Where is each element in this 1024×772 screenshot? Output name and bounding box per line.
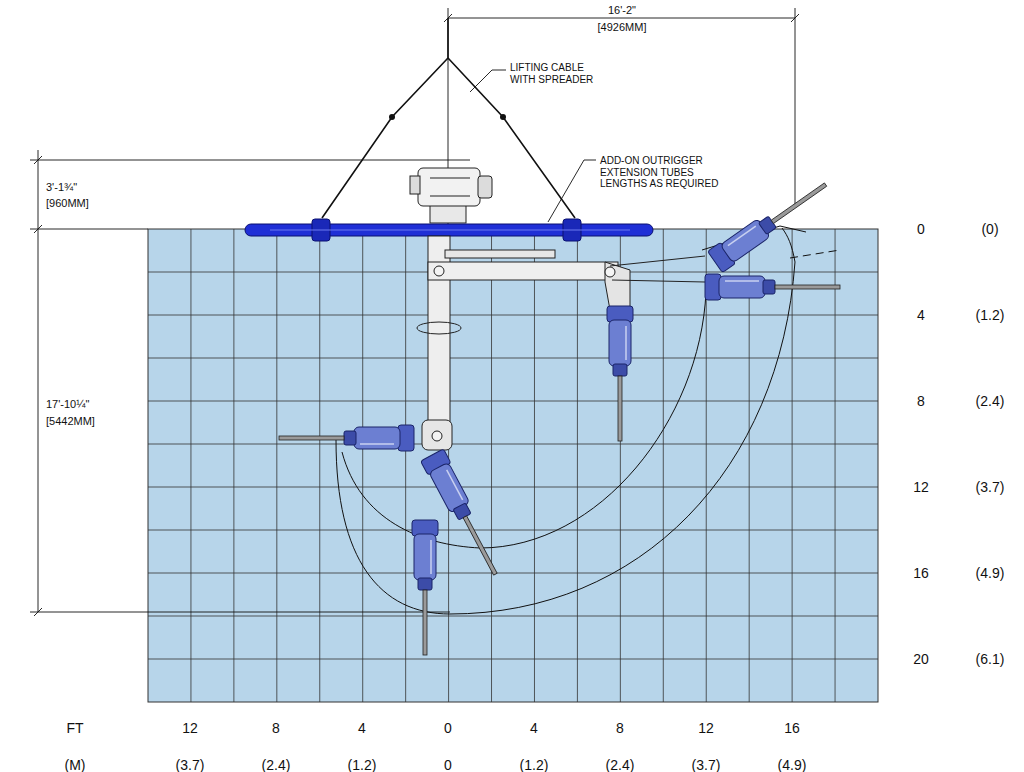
axis-tick-m: (2.4): [976, 393, 1005, 409]
axis-tick-m: (0): [981, 221, 998, 237]
axis-tick-m: (3.7): [176, 757, 205, 772]
axis-tick-ft: 16: [913, 565, 929, 581]
axis-tick-ft: 4: [530, 720, 538, 736]
axis-tick-ft: 12: [698, 720, 714, 736]
dimension: [4926MM]: [598, 21, 647, 34]
axis-tick-m: (3.7): [692, 757, 721, 772]
axis-tick-ft: 4: [358, 720, 366, 736]
axis-unit: (M): [65, 757, 86, 772]
axis-tick-ft: 12: [913, 479, 929, 495]
axis-tick-m: (4.9): [976, 565, 1005, 581]
axis-tick-ft: 16: [784, 720, 800, 736]
axis-tick-ft: 20: [913, 651, 929, 667]
dimension: 3'-1¾": [46, 181, 77, 194]
axis-tick-m: (1.2): [976, 307, 1005, 323]
dimension: [960MM]: [46, 197, 89, 210]
axis-tick-ft: 8: [616, 720, 624, 736]
axis-tick-m: (4.9): [778, 757, 807, 772]
axis-tick-ft: 0: [917, 221, 925, 237]
axis-tick-m: (3.7): [976, 479, 1005, 495]
dimension: 16'-2": [608, 4, 636, 17]
grid: [148, 229, 878, 702]
axis-tick-m: (6.1): [976, 651, 1005, 667]
boom: [417, 236, 705, 450]
lifting-cable: [322, 18, 575, 218]
axis-tick-m: (1.2): [348, 757, 377, 772]
dimension: 17'-10¼": [46, 398, 89, 411]
spreader-joint: [500, 114, 506, 120]
reach-arcs: [336, 226, 840, 614]
power-unit: [410, 168, 492, 223]
breaker-hammers: [279, 174, 840, 655]
callout: ADD-ON OUTRIGGER EXTENSION TUBES LENGTHS…: [600, 155, 728, 190]
axis-unit: FT: [66, 720, 83, 736]
callout: LIFTING CABLE WITH SPREADER: [510, 62, 598, 85]
axis-tick-ft: 8: [272, 720, 280, 736]
axis-tick-ft: 8: [917, 393, 925, 409]
spreader-joint: [389, 114, 395, 120]
axis-tick-m: (2.4): [262, 757, 291, 772]
dimension: [5442MM]: [46, 415, 95, 428]
leader-lines: [470, 70, 596, 222]
axis-tick-m: (2.4): [606, 757, 635, 772]
axis-tick-m: (1.2): [520, 757, 549, 772]
axis-tick-ft: 4: [917, 307, 925, 323]
axis-tick-ft: 0: [444, 720, 452, 736]
axis-tick-ft: 12: [182, 720, 198, 736]
axis-tick-m: 0: [444, 757, 452, 772]
